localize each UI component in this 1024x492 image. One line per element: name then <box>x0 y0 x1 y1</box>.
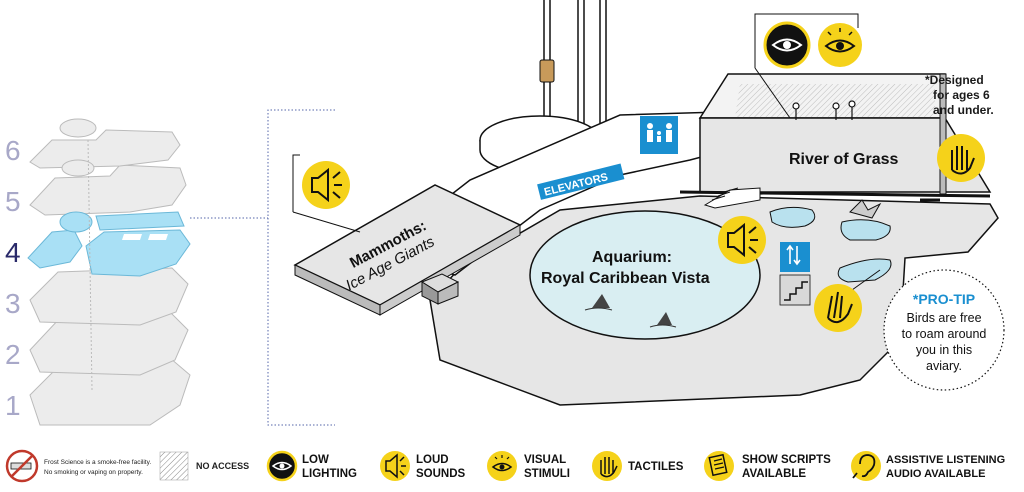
stair-icon <box>779 274 811 306</box>
pro-tip-line3: you in this <box>916 343 972 357</box>
tactiles-label: TACTILES <box>628 461 684 473</box>
low-lighting-label-2: LIGHTING <box>302 468 357 480</box>
assistive-listening-label-2: AUDIO AVAILABLE <box>886 468 985 480</box>
loud-sounds-icon-aquarium[interactable] <box>718 216 766 264</box>
loud-sounds-icon-mammoths[interactable] <box>302 161 350 209</box>
stairs <box>703 187 761 209</box>
low-lighting-icon <box>266 450 298 482</box>
pro-tip-line4: aviary. <box>926 359 962 373</box>
aquarium-tank <box>529 210 761 340</box>
pro-tip-line2: to roam around <box>902 327 987 341</box>
shark-fins <box>592 294 672 325</box>
floor-number-6[interactable]: 6 <box>5 135 21 166</box>
tactiles-icon-aviary[interactable] <box>814 284 862 332</box>
floor-stack <box>27 118 191 426</box>
low-lighting-label-1: LOW <box>302 454 329 466</box>
smoke-free-line2: No smoking or vaping on property. <box>44 469 143 476</box>
aquarium-subtitle[interactable]: Royal Caribbean Vista <box>541 270 710 287</box>
visual-stimuli-label-2: STIMULI <box>524 468 570 480</box>
floor-number-4[interactable]: 4 <box>5 237 21 268</box>
designed-note-line3: and under. <box>933 103 994 117</box>
show-scripts-label-2: AVAILABLE <box>742 468 806 480</box>
low-lighting-icon-map[interactable] <box>763 21 811 69</box>
tactiles-icon <box>592 451 622 481</box>
visual-stimuli-label-1: VISUAL <box>524 454 566 466</box>
floor-number-1[interactable]: 1 <box>5 390 21 421</box>
no-access-swatch <box>159 451 189 481</box>
elevator-car <box>539 59 555 83</box>
show-scripts-icon <box>704 451 734 481</box>
designed-note-line2: for ages 6 <box>933 88 990 102</box>
pro-tip-title: *PRO-TIP <box>913 291 975 307</box>
assistive-listening-label-1: ASSISTIVE LISTENING <box>886 454 1005 466</box>
ramp-structure <box>420 273 460 305</box>
designed-note-line1: *Designed <box>925 73 984 87</box>
river-of-grass-gallery <box>679 73 992 202</box>
mammoths-hall <box>293 184 522 316</box>
floor-number-3[interactable]: 3 <box>5 288 21 319</box>
elevator-sign <box>780 242 810 272</box>
smoke-free-line1: Frost Science is a smoke-free facility. <box>44 459 151 466</box>
aviary-features <box>769 206 892 283</box>
assistive-listening-icon <box>851 451 881 481</box>
floor-number-5[interactable]: 5 <box>5 186 21 217</box>
pro-tip-callout: *PRO-TIP Birds are free to roam around y… <box>883 269 1005 391</box>
river-of-grass-title[interactable]: River of Grass <box>789 151 898 168</box>
zoom-connector <box>190 109 335 426</box>
visual-stimuli-icon <box>487 451 517 481</box>
loud-sounds-label-1: LOUD <box>416 454 449 466</box>
visual-stimuli-icon-map[interactable] <box>818 23 862 67</box>
loud-sounds-icon <box>380 451 410 481</box>
show-scripts-label-1: SHOW SCRIPTS <box>742 454 831 466</box>
aquarium-title[interactable]: Aquarium: <box>592 249 672 266</box>
no-smoking-icon <box>5 449 39 483</box>
current-floor-highlight <box>27 211 191 277</box>
loud-sounds-label-2: SOUNDS <box>416 468 466 480</box>
family-restroom-sign <box>640 116 678 154</box>
floor-number-2[interactable]: 2 <box>5 339 21 370</box>
pro-tip-line1: Birds are free <box>906 311 981 325</box>
tactiles-icon-river[interactable] <box>937 134 985 182</box>
no-access-label: NO ACCESS <box>196 461 249 471</box>
